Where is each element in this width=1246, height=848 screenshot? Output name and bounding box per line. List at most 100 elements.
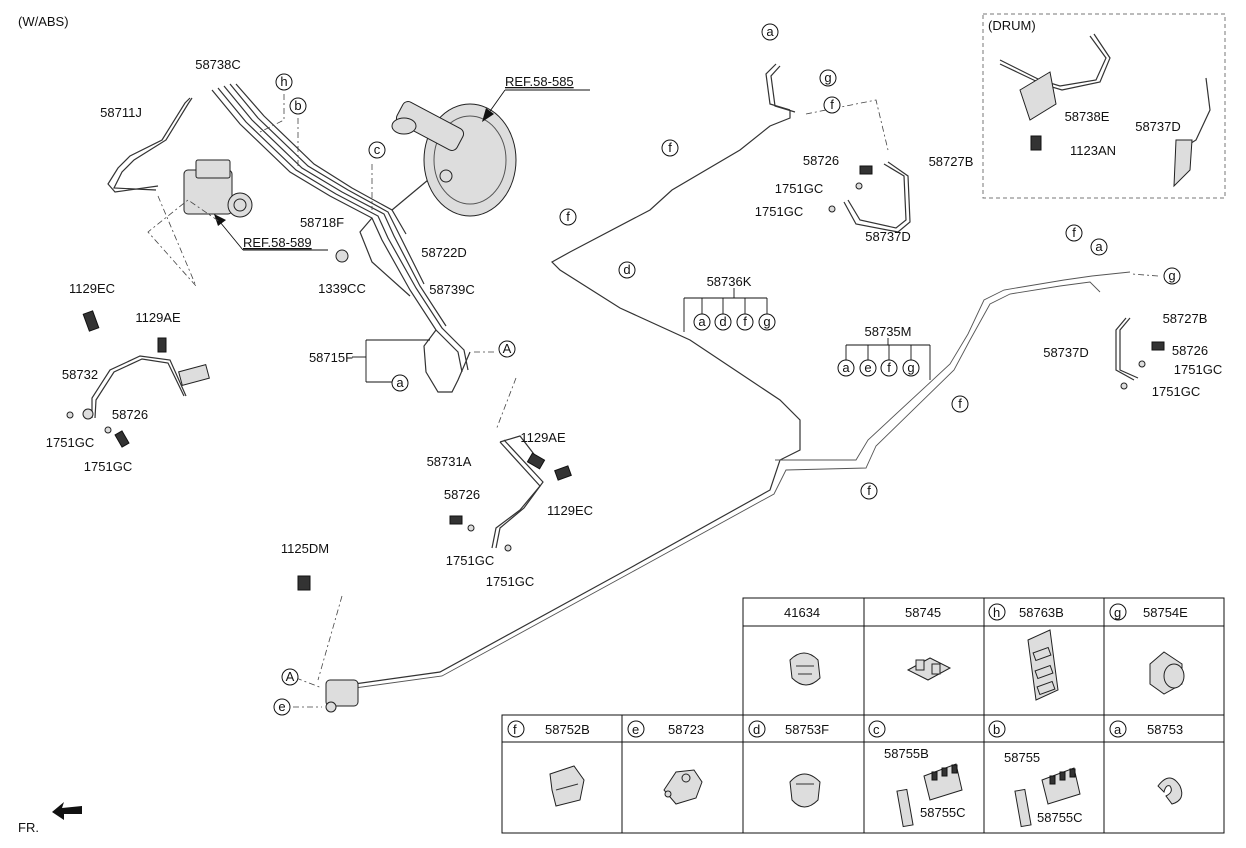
marker-e: e	[859, 359, 877, 377]
rear-hose-lower	[1115, 317, 1165, 390]
callout-58738c: 58738C	[195, 57, 241, 72]
svg-text:a: a	[1095, 239, 1103, 254]
callout-58737d: 58737D	[1043, 345, 1089, 360]
clip-41634-icon	[789, 652, 821, 686]
marker-f: f	[880, 359, 898, 377]
svg-text:d: d	[623, 262, 630, 277]
marker-h: h	[275, 73, 293, 91]
marker-a: a	[693, 313, 711, 331]
callout-58726: 58726	[1172, 343, 1208, 358]
callout-58718f: 58718F	[300, 215, 344, 230]
callout-1751gc: 1751GC	[1152, 384, 1200, 399]
callout-1751gc: 1751GC	[775, 181, 823, 196]
svg-text:A: A	[286, 669, 295, 684]
svg-text:f: f	[1072, 225, 1076, 240]
marker-e: e	[273, 698, 291, 716]
marker-g: g	[902, 359, 920, 377]
callout-1129ec: 1129EC	[69, 281, 115, 296]
front-left-hose	[66, 310, 210, 448]
svg-text:f: f	[668, 140, 672, 155]
table-marker-d: d	[753, 722, 760, 737]
clip-58745-icon	[906, 657, 952, 681]
marker-A: A	[498, 340, 516, 358]
dash-lines	[147, 94, 1159, 708]
marker-f: f	[1065, 224, 1083, 242]
callout-58732: 58732	[62, 367, 98, 382]
svg-text:c: c	[374, 142, 381, 157]
svg-text:b: b	[294, 98, 301, 113]
svg-text:e: e	[278, 699, 285, 714]
svg-text:e: e	[864, 360, 871, 375]
svg-text:f: f	[830, 97, 834, 112]
table-code-58763B: 58763B	[1019, 605, 1064, 620]
table-code-41634: 41634	[784, 605, 820, 620]
clip-58763B-icon	[1027, 629, 1059, 701]
marker-b: b	[289, 97, 307, 115]
table-code-58753: 58753	[1147, 722, 1183, 737]
callout-58737d: 58737D	[865, 229, 911, 244]
callout-58726: 58726	[112, 407, 148, 422]
callout-58737d: 58737D	[1135, 119, 1181, 134]
table-sub-58755: 58755	[1004, 750, 1040, 765]
front-right-hose	[335, 249, 572, 552]
svg-text:d: d	[719, 314, 726, 329]
table-marker-c: c	[873, 722, 880, 737]
front-direction-indicator: FR.	[18, 802, 82, 835]
clip-58752B-icon	[549, 765, 585, 807]
callout-1129ae: 1129AE	[135, 310, 181, 325]
svg-text:a: a	[766, 24, 774, 39]
marker-c: c	[368, 141, 386, 159]
callout-1751gc: 1751GC	[1174, 362, 1222, 377]
callout-1123an: 1123AN	[1070, 143, 1116, 158]
grommet-58754E-icon	[1149, 651, 1185, 695]
main-rear-lines	[297, 63, 1131, 713]
brake-booster	[391, 101, 517, 217]
callout-1125dm: 1125DM	[281, 541, 329, 556]
clip-58753F-icon	[789, 773, 821, 808]
svg-text:FR.: FR.	[18, 820, 39, 835]
marker-g: g	[758, 313, 776, 331]
svg-text:REF.58-585: REF.58-585	[505, 74, 574, 89]
marker-f: f	[823, 96, 841, 114]
table-marker-e: e	[632, 722, 639, 737]
clip-58753-icon	[1157, 777, 1183, 805]
marker-f: f	[559, 208, 577, 226]
svg-text:f: f	[887, 360, 891, 375]
table-sub-58755C-c: 58755C	[920, 805, 966, 820]
callout-1129ec: 1129EC	[547, 503, 593, 518]
table-marker-f: f	[513, 722, 517, 737]
callout-1751gc: 1751GC	[755, 204, 803, 219]
marker-d: d	[618, 261, 636, 279]
svg-text:f: f	[958, 396, 962, 411]
variant-label: (W/ABS)	[18, 14, 69, 29]
svg-text:g: g	[763, 314, 770, 329]
table-code-58754E: 58754E	[1143, 605, 1188, 620]
abs-unit	[183, 159, 253, 218]
rear-hose-upper	[828, 161, 911, 233]
callout-1751gc: 1751GC	[46, 435, 94, 450]
callout-58727b: 58727B	[929, 154, 974, 169]
table-sub-58755C-b: 58755C	[1037, 810, 1083, 825]
table-code-58753F: 58753F	[785, 722, 829, 737]
svg-text:REF.58-589: REF.58-589	[243, 235, 312, 250]
clip-58755B-icon	[896, 763, 963, 828]
svg-text:A: A	[503, 341, 512, 356]
svg-text:f: f	[867, 483, 871, 498]
table-marker-a: a	[1114, 722, 1122, 737]
clip-58755-icon	[1014, 767, 1081, 828]
marker-f: f	[661, 139, 679, 157]
callout-58735m: 58735M	[865, 324, 912, 339]
callout-58726: 58726	[803, 153, 839, 168]
callout-1339cc: 1339CC	[318, 281, 366, 296]
marker-f: f	[860, 482, 878, 500]
callout-58731a: 58731A	[427, 454, 472, 469]
front-arrow-icon	[52, 802, 82, 820]
callout-58738e: 58738E	[1065, 109, 1110, 124]
ref-58-585: REF.58-585	[482, 74, 590, 122]
marker-f: f	[951, 395, 969, 413]
marker-g: g	[1163, 267, 1181, 285]
marker-d: d	[714, 313, 732, 331]
